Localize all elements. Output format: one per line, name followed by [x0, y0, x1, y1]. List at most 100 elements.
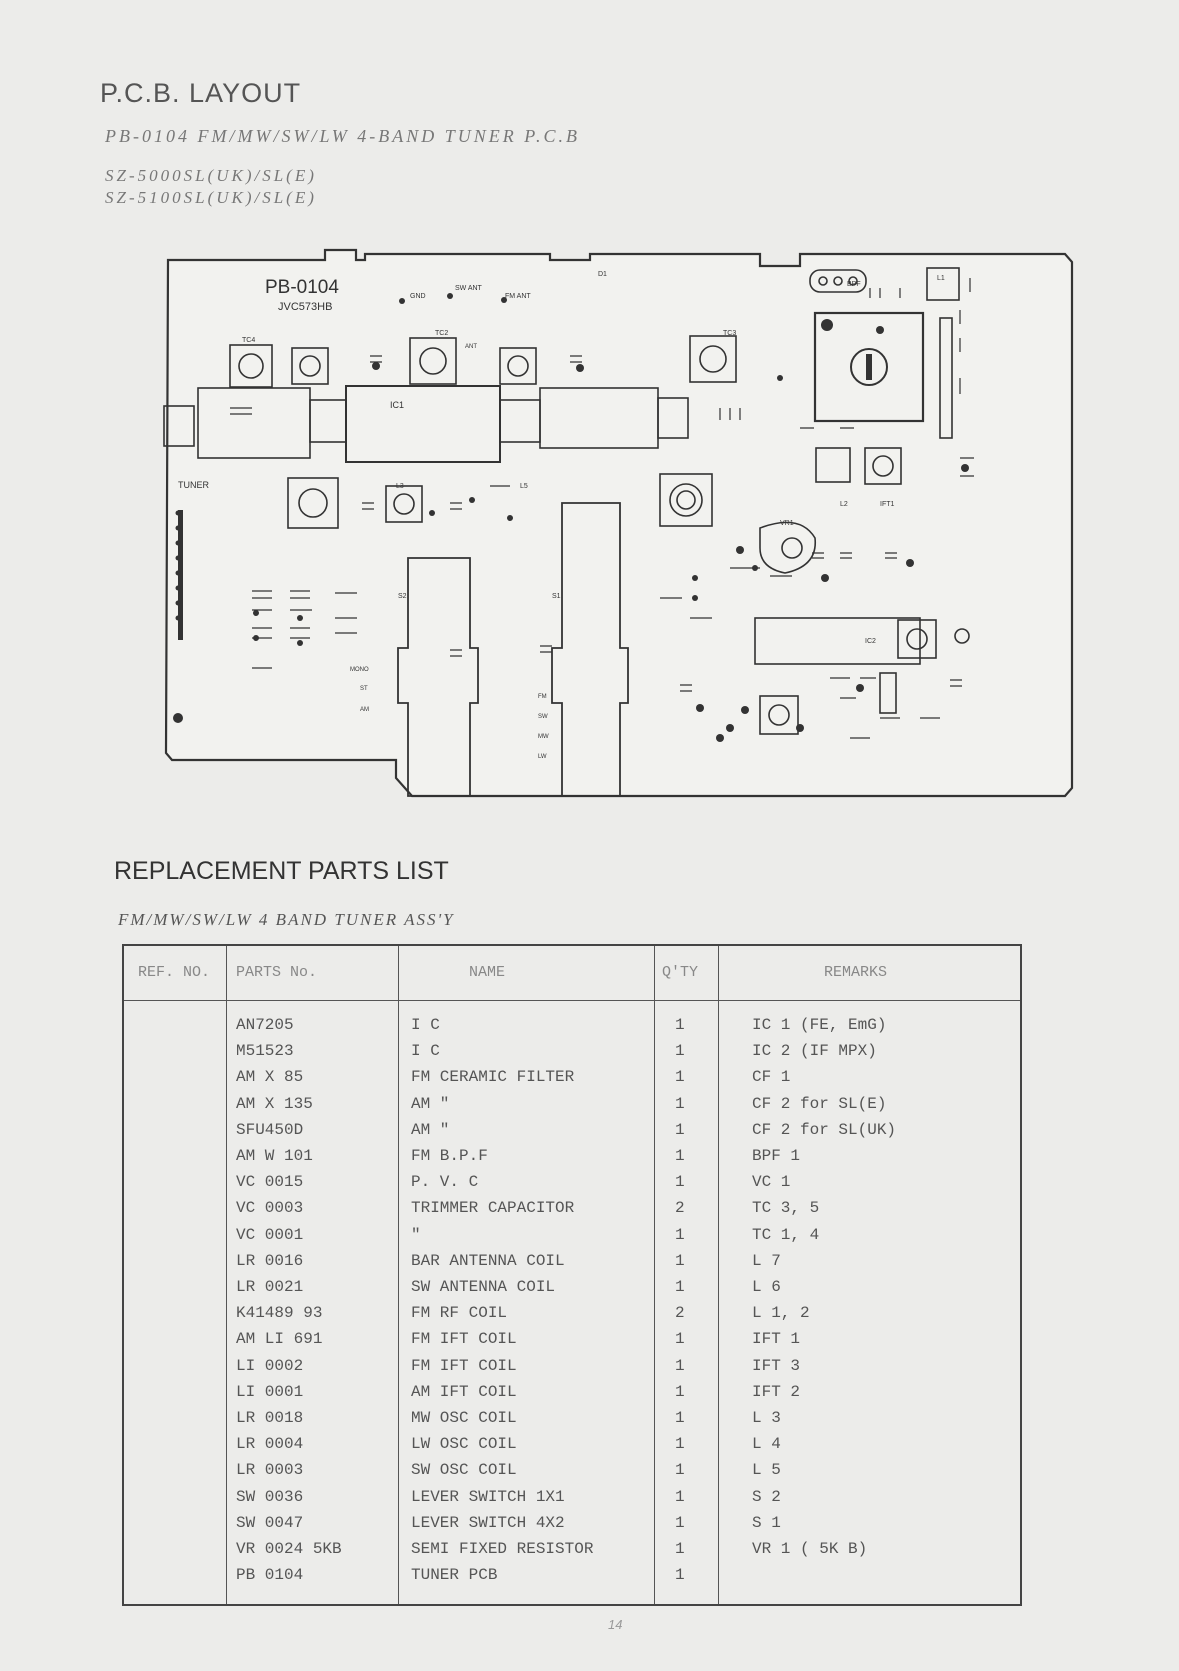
am-label: AM [360, 707, 369, 713]
part-qty: 1 [675, 1173, 685, 1192]
part-number: VC 0001 [236, 1225, 304, 1244]
sw-ant-label: SW ANT [455, 285, 483, 292]
part-qty: 1 [675, 1251, 685, 1270]
part-qty: 1 [675, 1382, 685, 1401]
part-number: VR 0024 5KB [236, 1540, 342, 1558]
part-qty: 1 [675, 1461, 685, 1480]
part-name: FM RF COIL [411, 1304, 508, 1323]
part-name: AM " [411, 1094, 450, 1113]
part-number: LR 0018 [236, 1409, 304, 1427]
coil-l4 [897, 619, 937, 659]
lever-switch-s2 [397, 557, 479, 797]
part-name: FM IFT COIL [411, 1356, 517, 1375]
part-remarks: CF 2 for SL(UK) [752, 1120, 897, 1139]
part-remarks: IFT 3 [752, 1356, 801, 1375]
part-number: VC 0015 [236, 1173, 304, 1192]
part-qty: 1 [675, 1278, 685, 1296]
part-remarks: VC 1 [752, 1173, 791, 1192]
coil-tc4 [229, 344, 273, 388]
coil-l6 [926, 267, 960, 301]
parts-table: REF. NO. PARTS No. NAME Q'TY REMARKS AN7… [122, 944, 1022, 1606]
part-qty: 1 [675, 1435, 685, 1454]
part-name: TRIMMER CAPACITOR [411, 1199, 575, 1218]
part-remarks: IC 1 (FE, EmG) [752, 1016, 887, 1034]
pvc-vc1 [813, 311, 925, 423]
col-header-ref: REF. NO. [138, 964, 211, 981]
s2-label: S2 [398, 593, 407, 600]
ic2-label: IC2 [865, 638, 876, 645]
part-number: LI 0002 [236, 1356, 304, 1375]
part-number: AM X 135 [236, 1094, 313, 1113]
part-number: SFU450D [236, 1120, 304, 1139]
fm-ant-label: FM ANT [505, 293, 531, 300]
part-remarks: IFT 2 [752, 1382, 801, 1401]
coil-l3 [287, 477, 339, 529]
part-name: AM " [411, 1120, 450, 1139]
ant-label: ANT [465, 344, 477, 350]
part-number: VC 0003 [236, 1199, 304, 1218]
board-code-label: JVC573HB [278, 301, 332, 313]
ifr-label: IFT1 [880, 501, 894, 508]
part-name: FM CERAMIC FILTER [411, 1068, 575, 1087]
part-name: SW ANTENNA COIL [411, 1278, 556, 1296]
part-remarks: CF 2 for SL(E) [752, 1094, 887, 1113]
part-qty: 1 [675, 1068, 685, 1087]
st-label: ST [360, 686, 368, 692]
part-qty: 1 [675, 1094, 685, 1113]
part-qty: 2 [675, 1304, 685, 1323]
part-qty: 1 [675, 1147, 685, 1165]
lever-switch-s1 [551, 502, 629, 797]
s1-label: S1 [552, 593, 561, 600]
col-header-qty: Q'TY [662, 964, 699, 981]
part-qty: 1 [675, 1487, 685, 1506]
part-remarks: L 7 [752, 1251, 781, 1270]
sw-label: SW [538, 714, 548, 720]
part-number: LR 0016 [236, 1251, 304, 1270]
model-line-1: SZ-5000SL(UK)/SL(E) [105, 166, 317, 185]
coil-l2 [499, 347, 537, 385]
part-number: SW 0047 [236, 1513, 304, 1532]
table-row: LR 0016 BAR ANTENNA COIL 1 L 7 [124, 1252, 1020, 1278]
part-remarks: IFT 1 [752, 1330, 801, 1349]
gnd-label: GND [410, 293, 426, 300]
l1-label: L1 [937, 275, 945, 282]
part-remarks: L 1, 2 [752, 1304, 810, 1323]
coil-l5 [385, 485, 423, 523]
lw-label: LW [538, 754, 547, 760]
part-name: " [411, 1225, 421, 1244]
page-number: 14 [608, 1617, 623, 1632]
part-name: SEMI FIXED RESISTOR [411, 1540, 594, 1558]
board-subtitle: PB-0104 FM/MW/SW/LW 4-BAND TUNER P.C.B [105, 126, 580, 146]
part-number: LR 0004 [236, 1435, 304, 1454]
tuner-label: TUNER [178, 480, 209, 490]
fm-label: FM [538, 694, 547, 700]
part-qty: 1 [675, 1330, 685, 1349]
part-name: I C [411, 1042, 440, 1061]
part-remarks: L 5 [752, 1461, 781, 1480]
part-remarks: BPF 1 [752, 1147, 801, 1165]
part-name: LEVER SWITCH 4X2 [411, 1513, 565, 1532]
coil-ift1 [864, 447, 902, 485]
tc4-label: TC4 [242, 337, 255, 344]
part-remarks: VR 1 ( 5K B) [752, 1540, 868, 1558]
pcb-board-outline [164, 248, 1074, 798]
ic-chip-2 [754, 617, 921, 665]
part-remarks: L 3 [752, 1409, 781, 1427]
part-qty: 1 [675, 1042, 685, 1061]
part-name: BAR ANTENNA COIL [411, 1251, 565, 1270]
part-number: SW 0036 [236, 1487, 304, 1506]
